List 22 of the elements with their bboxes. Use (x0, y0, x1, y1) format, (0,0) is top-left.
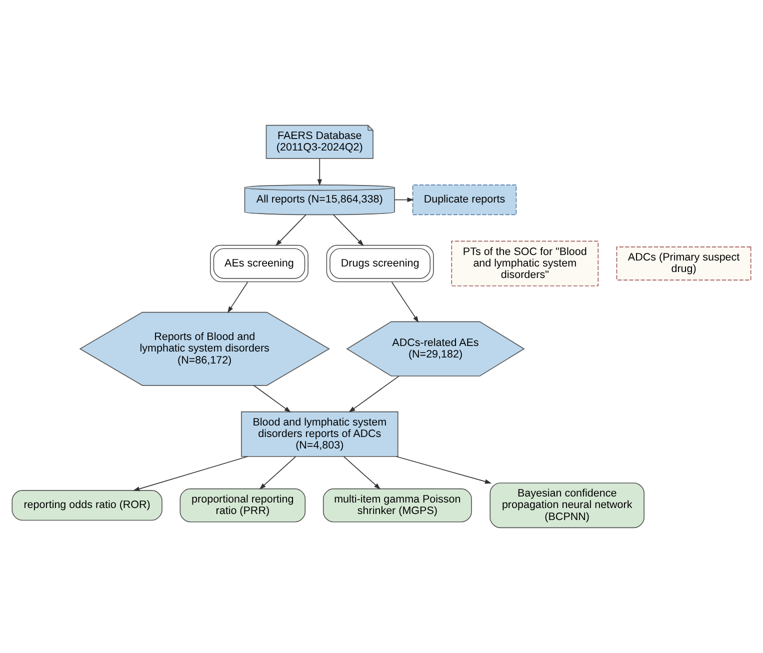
arrow (396, 456, 492, 484)
arrow (253, 384, 291, 412)
arrow (391, 282, 419, 323)
node-box: proportional reporting ratio (PRR) (180, 488, 306, 522)
arrow (348, 376, 400, 412)
node-box: Drugs screening (326, 244, 434, 282)
node-box: Blood and lymphatic system disorders reports of ADCs (N=4,803) (241, 411, 398, 457)
arrow (317, 158, 322, 186)
node-box: PTs of the SOC for "Blood and lymphatic system disorders" (451, 240, 599, 286)
node-box: AEs screening (210, 244, 308, 282)
arrow (332, 214, 364, 246)
node-box: multi-item gamma Poisson shrinker (MGPS) (322, 488, 472, 522)
node-box: reporting odds ratio (ROR) (12, 490, 162, 521)
arrow (275, 214, 306, 246)
arrow (394, 197, 414, 202)
arrow (132, 456, 248, 492)
node-box: Bayesian confidence propagation neural network (BCPNN) (490, 482, 644, 528)
arrow (343, 456, 381, 490)
node-box: ADCs (Primary suspect drug) (616, 246, 752, 280)
node-box: Duplicate reports (412, 184, 517, 216)
arrow (227, 282, 248, 314)
arrow (259, 456, 296, 490)
